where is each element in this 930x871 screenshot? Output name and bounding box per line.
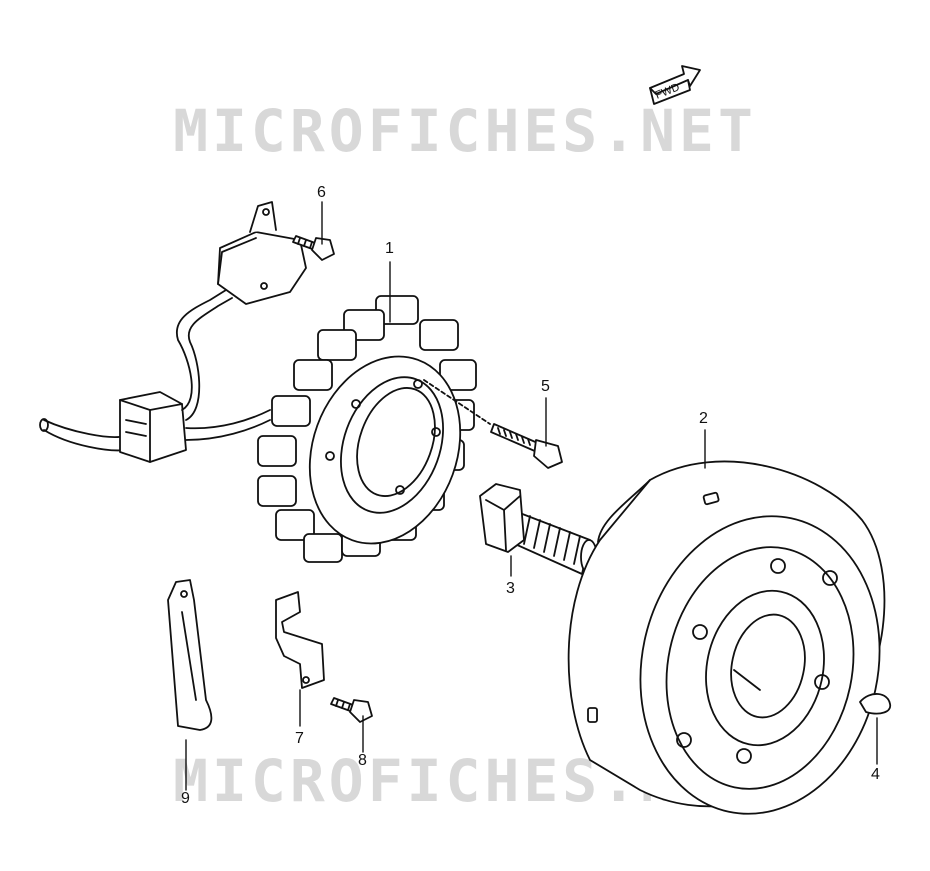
callout-6: 6	[317, 184, 326, 201]
bracket-part	[275, 591, 325, 689]
bolt-8-part	[330, 697, 373, 723]
bolt-5-part	[423, 379, 563, 469]
callout-5: 5	[541, 378, 550, 395]
callout-4: 4	[871, 766, 880, 783]
callout-9: 9	[181, 790, 190, 807]
fwd-arrow-icon: FWD	[649, 65, 701, 105]
key-part	[859, 693, 892, 715]
callout-2: 2	[699, 410, 708, 427]
rotor-part	[567, 460, 886, 815]
stator-part	[39, 201, 477, 563]
callout-3: 3	[506, 580, 515, 597]
callout-8: 8	[358, 752, 367, 769]
callout-1: 1	[385, 240, 394, 257]
bolt-3-part	[479, 483, 598, 575]
bolt-6-part	[292, 235, 335, 261]
leader-lines	[185, 201, 878, 791]
watermark-top: MICROFICHES.NET	[173, 97, 757, 165]
clamp-part	[167, 579, 213, 731]
callout-7: 7	[295, 730, 304, 747]
